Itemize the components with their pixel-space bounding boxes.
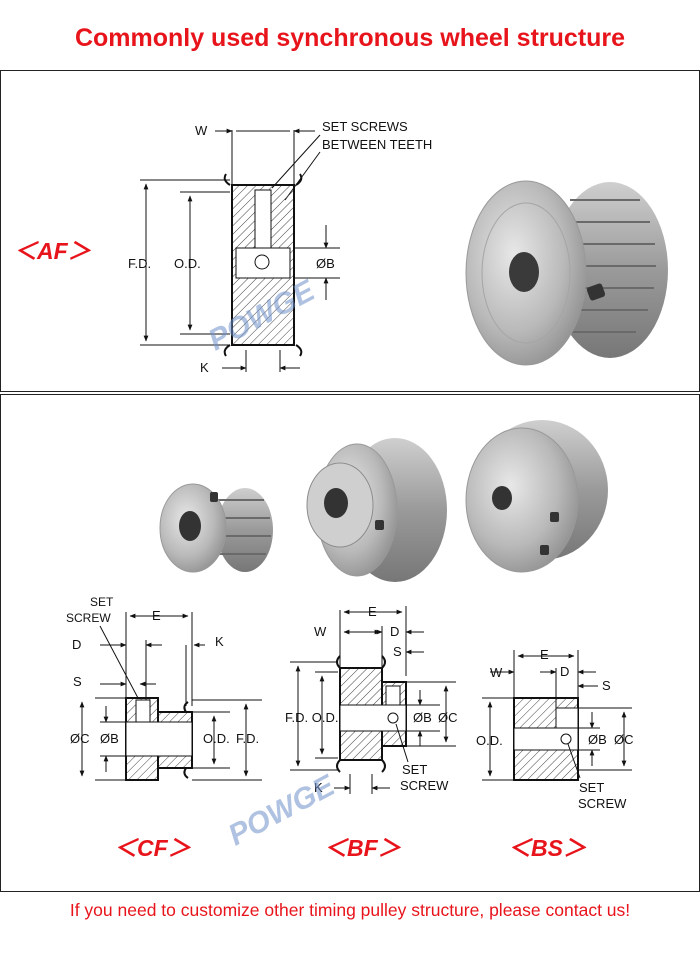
cf-set-label: SET bbox=[90, 595, 114, 609]
bf-d-label: D bbox=[390, 624, 399, 639]
cf-c-label: ØC bbox=[70, 731, 90, 746]
bs-pulley-photo bbox=[465, 420, 608, 573]
bf-k-label: K bbox=[314, 780, 323, 795]
bf-drawing: E W D S F.D. O.D. ØB ØC SET SCREW bbox=[285, 604, 458, 795]
bs-e-label: E bbox=[540, 647, 549, 662]
bs-d-label: D bbox=[560, 664, 569, 679]
af-pulley-photo bbox=[465, 180, 668, 366]
bf-b-label: ØB bbox=[413, 710, 432, 725]
bf-c-label: ØC bbox=[438, 710, 458, 725]
bs-drawing: E W D S O.D. ØB ØC SET SCREW bbox=[476, 647, 634, 811]
cf-k-label: K bbox=[215, 634, 224, 649]
af-set-screws-label: SET SCREWS bbox=[322, 119, 408, 134]
bf-e-label: E bbox=[368, 604, 377, 619]
cf-pulley-photo bbox=[159, 483, 273, 573]
cf-s-label: S bbox=[73, 674, 82, 689]
af-fd-label: F.D. bbox=[128, 256, 151, 271]
bf-fd-od-label: F.D. O.D. bbox=[285, 710, 338, 725]
bs-type-label: ＜BS＞ bbox=[508, 835, 586, 861]
cf-d-label: D bbox=[72, 637, 81, 652]
af-od-label: O.D. bbox=[174, 256, 201, 271]
bf-set-label: SET bbox=[402, 762, 427, 777]
bs-s-label: S bbox=[602, 678, 611, 693]
bs-screw-label: SCREW bbox=[578, 796, 627, 811]
bs-b-label: ØB bbox=[588, 732, 607, 747]
bf-type-label: ＜BF＞ bbox=[324, 835, 401, 861]
cf-type-label: ＜CF＞ bbox=[114, 835, 191, 861]
bf-pulley-photo bbox=[306, 438, 447, 582]
af-between-teeth-label: BETWEEN TEETH bbox=[322, 137, 432, 152]
cf-drawing: SET SCREW E D K S ØC ØB O.D. bbox=[66, 595, 262, 781]
cf-screw-label: SCREW bbox=[66, 611, 111, 625]
page-title: Commonly used synchronous wheel structur… bbox=[74, 24, 626, 52]
af-b-label: ØB bbox=[316, 256, 335, 271]
bf-s-label: S bbox=[393, 644, 402, 659]
bs-w-label: W bbox=[490, 665, 503, 680]
cf-watermark-logo: POWGE bbox=[223, 769, 341, 853]
af-drawing: W SET SCREWS BETWEEN TEETH F.D. O.D. ØB … bbox=[128, 119, 432, 375]
bf-w-label: W bbox=[314, 624, 327, 639]
cf-od-label: O.D. bbox=[203, 731, 230, 746]
af-k-label: K bbox=[200, 360, 209, 375]
cf-fd-label: F.D. bbox=[236, 731, 259, 746]
bs-set-label: SET bbox=[579, 780, 604, 795]
bs-od-label: O.D. bbox=[476, 733, 503, 748]
cf-b-label: ØB bbox=[100, 731, 119, 746]
bs-c-label: ØC bbox=[614, 732, 634, 747]
af-w-label: W bbox=[195, 123, 208, 138]
af-type-label: ＜AF＞ bbox=[14, 238, 91, 264]
bf-screw-label: SCREW bbox=[400, 778, 449, 793]
footer-contact-text: If you need to customize other timing pu… bbox=[69, 900, 631, 920]
cf-e-label: E bbox=[152, 608, 161, 623]
